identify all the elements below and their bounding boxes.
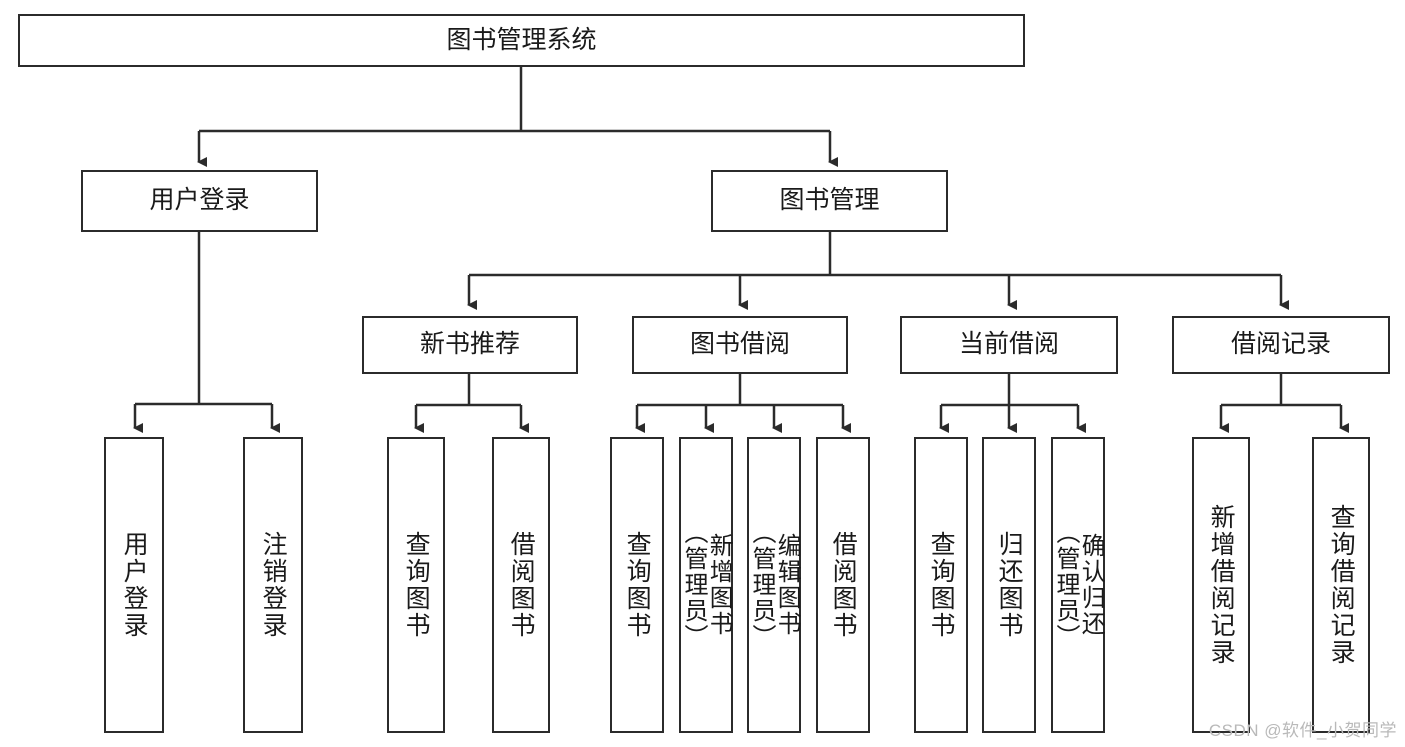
- node-label: 图书管理系统: [446, 25, 597, 54]
- node-label: 图书管理: [779, 186, 880, 215]
- node-label: 查询图书: [927, 531, 956, 639]
- node-label: 注销登录: [259, 531, 288, 639]
- node-label: 借阅图书: [829, 531, 858, 639]
- leaf-new-book-borrow-books[interactable]: 借阅图书: [492, 437, 550, 733]
- node-label: 新书推荐: [419, 330, 520, 359]
- leaf-book-borrow-query-books[interactable]: 查询图书: [610, 437, 664, 733]
- node-current-borrow[interactable]: 当前借阅: [900, 316, 1118, 374]
- node-label: 图书借阅: [689, 330, 790, 359]
- node-root-system[interactable]: 图书管理系统: [18, 14, 1025, 67]
- leaf-book-borrow-borrow-books[interactable]: 借阅图书: [816, 437, 870, 733]
- node-label: 新增图书 （管理员）: [680, 520, 733, 650]
- leaf-user-login-signin[interactable]: 用户登录: [104, 437, 164, 733]
- leaf-book-borrow-edit-book-admin[interactable]: 编辑图书 （管理员）: [747, 437, 801, 733]
- node-label: 借阅记录: [1230, 330, 1331, 359]
- node-label: 查询图书: [623, 531, 652, 639]
- node-label: 查询图书: [402, 531, 431, 639]
- node-user-login[interactable]: 用户登录: [81, 170, 318, 232]
- node-label: 归还图书: [995, 531, 1024, 639]
- node-label: 借阅图书: [507, 531, 536, 639]
- watermark: CSDN @软件_小贺同学: [1208, 721, 1397, 740]
- node-label: 用户登录: [149, 186, 250, 215]
- node-label: 查询借阅记录: [1327, 504, 1356, 666]
- node-label: 当前借阅: [958, 330, 1059, 359]
- node-book-borrow[interactable]: 图书借阅: [632, 316, 848, 374]
- node-label: 编辑图书 （管理员）: [748, 520, 801, 650]
- leaf-current-borrow-query-books[interactable]: 查询图书: [914, 437, 968, 733]
- node-label: 确认归还 （管理员）: [1052, 520, 1105, 650]
- node-new-book-recommend[interactable]: 新书推荐: [362, 316, 578, 374]
- node-label: 新增借阅记录: [1207, 504, 1236, 666]
- leaf-current-borrow-confirm-return-admin[interactable]: 确认归还 （管理员）: [1051, 437, 1105, 733]
- leaf-borrow-record-query-record[interactable]: 查询借阅记录: [1312, 437, 1370, 733]
- leaf-user-login-signout[interactable]: 注销登录: [243, 437, 303, 733]
- leaf-borrow-record-add-record[interactable]: 新增借阅记录: [1192, 437, 1250, 733]
- node-label: 用户登录: [120, 531, 149, 639]
- node-borrow-record[interactable]: 借阅记录: [1172, 316, 1390, 374]
- leaf-new-book-query-books[interactable]: 查询图书: [387, 437, 445, 733]
- leaf-current-borrow-return-books[interactable]: 归还图书: [982, 437, 1036, 733]
- node-book-management[interactable]: 图书管理: [711, 170, 948, 232]
- leaf-book-borrow-add-book-admin[interactable]: 新增图书 （管理员）: [679, 437, 733, 733]
